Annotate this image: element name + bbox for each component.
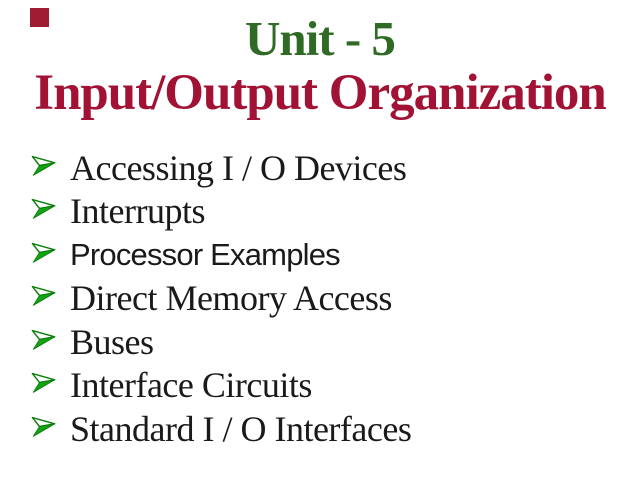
bullet-label: Accessing I / O Devices (70, 147, 407, 188)
bullet-label: Interrupts (70, 191, 205, 232)
title-block: Unit - 5 Input/Output Organization (0, 12, 640, 120)
list-item: Interface Circuits (30, 364, 634, 408)
bullet-label: Buses (70, 321, 154, 362)
list-item: Direct Memory Access (30, 277, 634, 321)
list-item: Standard I / O Interfaces (30, 407, 634, 451)
slide-title: Unit - 5 (245, 11, 396, 66)
slide-subtitle: Input/Output Organization (34, 64, 607, 121)
bullet-label: Direct Memory Access (70, 278, 392, 319)
list-item: Buses (30, 320, 634, 364)
arrow-bullet-icon (31, 416, 56, 437)
arrow-bullet-icon (31, 155, 56, 176)
arrow-bullet-icon (31, 373, 56, 394)
list-item: Accessing I / O Devices (30, 146, 634, 190)
bullet-label: Standard I / O Interfaces (70, 408, 412, 449)
corner-accent-square (30, 8, 49, 27)
list-item: Interrupts (30, 190, 634, 234)
bullet-label: Processor Examples (70, 236, 341, 272)
arrow-bullet-icon (31, 329, 56, 350)
bullet-label: Interface Circuits (70, 365, 312, 406)
list-item: Processor Examples (30, 233, 634, 277)
bullet-list: Accessing I / O Devices Interrupts Proce… (30, 146, 634, 451)
arrow-bullet-icon (31, 286, 56, 307)
arrow-bullet-icon (31, 199, 56, 220)
arrow-bullet-icon (31, 242, 56, 263)
